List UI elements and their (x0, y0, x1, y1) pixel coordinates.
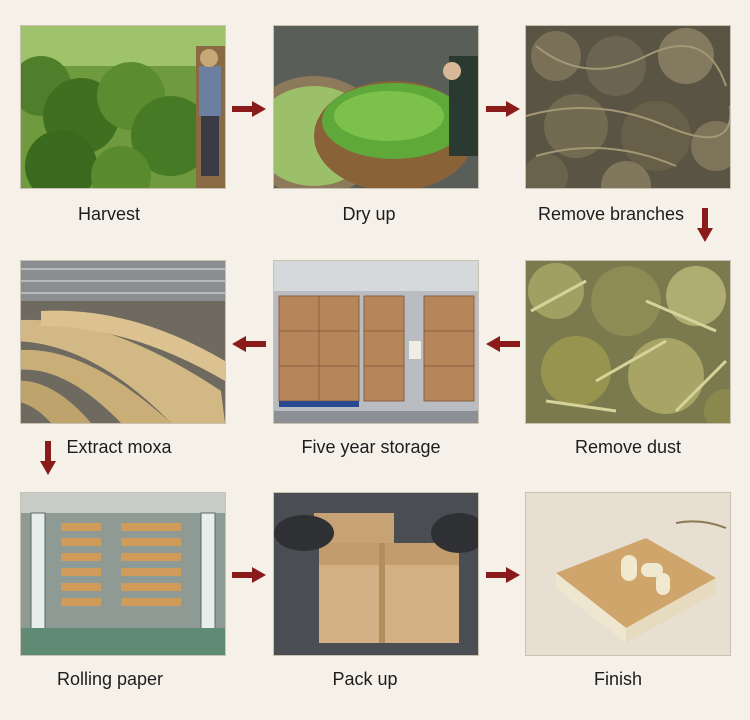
caption-dry-up: Dry up (342, 204, 396, 224)
arrow-right-icon (486, 101, 520, 117)
photo-harvest (21, 26, 225, 188)
arrow-right-icon (486, 567, 520, 583)
photo-dry-up (274, 26, 478, 188)
caption-extract-moxa: Extract moxa (66, 437, 172, 457)
caption-finish: Finish (593, 669, 642, 689)
caption-remove-branches: Remove branches (537, 204, 685, 224)
photo-remove-dust (526, 261, 730, 423)
arrow-right-icon (232, 101, 266, 117)
arrow-left-icon (486, 336, 520, 352)
arrow-right-icon (232, 567, 266, 583)
arrow-down-icon (40, 441, 56, 475)
photo-remove-branches (526, 26, 730, 188)
photo-finish (526, 493, 730, 655)
photo-five-year-storage (274, 261, 478, 423)
caption-rolling-paper: Rolling paper (56, 669, 164, 689)
photo-extract-moxa (21, 261, 225, 423)
arrow-down-icon (697, 208, 713, 242)
caption-pack-up: Pack up (332, 669, 398, 689)
arrow-left-icon (232, 336, 266, 352)
photo-pack-up (274, 493, 478, 655)
caption-remove-dust: Remove dust (574, 437, 682, 457)
caption-harvest: Harvest (77, 204, 140, 224)
caption-five-year-storage: Five year storage (301, 437, 441, 457)
photo-rolling-paper (21, 493, 225, 655)
